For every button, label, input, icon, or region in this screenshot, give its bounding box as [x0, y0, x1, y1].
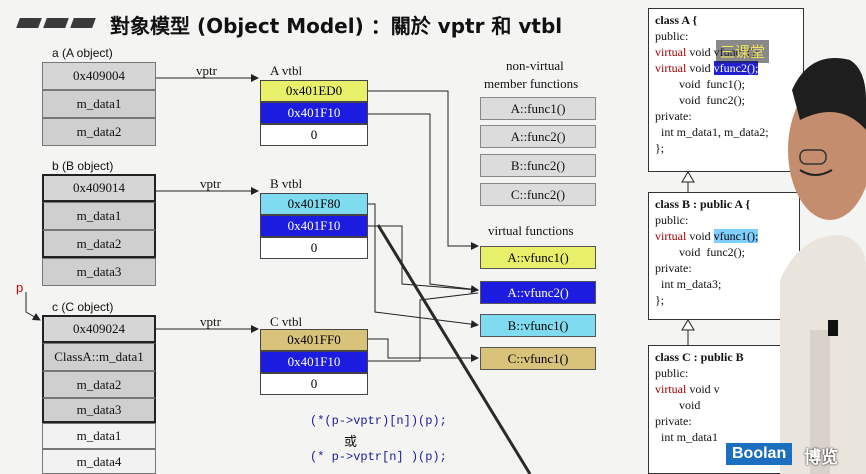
class-c-line: public:: [655, 365, 781, 381]
c-vtbl-entry-1: 0x401F10: [260, 351, 368, 373]
presenter-figure: [770, 30, 866, 474]
class-c-line: private:: [655, 413, 781, 429]
virtual-func-a-vfunc2: A::vfunc2(): [480, 281, 596, 304]
nonvirtual-func-a-func1: A::func1(): [480, 97, 596, 120]
a-vtbl-entry-1: 0x401F10: [260, 102, 368, 124]
a-vtbl-label: A vtbl: [270, 63, 302, 79]
c-vtbl-label: C vtbl: [270, 314, 302, 330]
nonvirtual-func-b-func2: B::func2(): [480, 154, 596, 177]
class-b-vfunc1-highlight: vfunc1();: [714, 229, 759, 243]
object-a-vptr-cell: 0x409004: [42, 62, 156, 90]
object-b-data3-cell: m_data3: [42, 258, 156, 286]
vptr-label-c: vptr: [200, 314, 221, 330]
nonvirtual-func-c-func2: C::func2(): [480, 183, 596, 206]
class-c-virtual-line: virtual void v: [655, 381, 781, 397]
code-or-text: 或: [344, 431, 357, 450]
vptr-label-b: vptr: [200, 176, 221, 192]
class-a-line: class A {: [655, 12, 797, 28]
object-c-data4-cell: m_data4: [42, 449, 156, 474]
nonvirtual-heading-2: member functions: [484, 76, 578, 92]
c-vtbl-entry-0: 0x401FF0: [260, 329, 368, 351]
object-b-data1-cell: m_data1: [42, 202, 156, 230]
pointer-p-label: p: [16, 280, 23, 295]
class-c-void-text: void v: [686, 382, 719, 396]
object-c-classa-data1-cell: ClassA::m_data1: [42, 343, 156, 371]
class-c-line: void: [655, 397, 781, 413]
brand-logo: Boolan: [726, 443, 792, 465]
virtual-heading: virtual functions: [488, 223, 574, 239]
object-c-data1-cell: m_data1: [42, 423, 156, 449]
object-b-data2-cell: m_data2: [42, 230, 156, 258]
vptr-label-a: vptr: [196, 63, 217, 79]
watermark-logo: 三课堂: [716, 40, 769, 63]
b-vtbl-label: B vtbl: [270, 176, 302, 192]
a-vtbl-entry-0: 0x401ED0: [260, 80, 368, 102]
virtual-keyword: virtual: [655, 45, 686, 59]
b-vtbl-entry-0: 0x401F80: [260, 193, 368, 215]
object-a-label: a (A object): [52, 46, 113, 60]
object-b-label: b (B object): [52, 159, 113, 173]
code-line-1: (*(p->vptr)[n])(p);: [310, 414, 447, 428]
a-vtbl-entry-2: 0: [260, 124, 368, 146]
class-a-vfunc2-highlight: vfunc2();: [714, 61, 759, 75]
object-a-data1-cell: m_data1: [42, 90, 156, 118]
object-c-data2-cell: m_data2: [42, 371, 156, 398]
class-a-void-text: void: [686, 61, 713, 75]
virtual-func-b-vfunc1: B::vfunc1(): [480, 314, 596, 337]
object-c-data3-cell: m_data3: [42, 398, 156, 423]
c-vtbl-entry-2: 0: [260, 373, 368, 395]
virtual-func-c-vfunc1: C::vfunc1(): [480, 347, 596, 370]
object-b-vptr-cell: 0x409014: [42, 174, 156, 202]
brand-cn: 博览: [804, 443, 838, 468]
virtual-keyword: virtual: [655, 382, 686, 396]
nonvirtual-heading-1: non-virtual: [506, 58, 564, 74]
nonvirtual-func-a-func2: A::func2(): [480, 125, 596, 148]
object-c-vptr-cell: 0x409024: [42, 315, 156, 343]
class-b-void-text: void: [686, 229, 713, 243]
code-line-2: (* p->vptr[n] )(p);: [310, 450, 447, 464]
virtual-func-a-vfunc1: A::vfunc1(): [480, 246, 596, 269]
class-c-line: class C : public B: [655, 349, 781, 365]
b-vtbl-entry-2: 0: [260, 237, 368, 259]
object-a-data2-cell: m_data2: [42, 118, 156, 146]
virtual-keyword: virtual: [655, 229, 686, 243]
b-vtbl-entry-1: 0x401F10: [260, 215, 368, 237]
object-c-label: c (C object): [52, 300, 113, 314]
virtual-keyword: virtual: [655, 61, 686, 75]
